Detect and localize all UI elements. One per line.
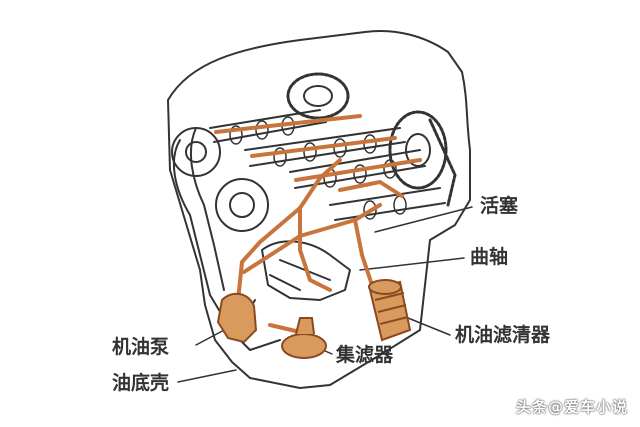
watermark: 头条@爱车小说 (515, 398, 628, 416)
label-strainer: 集滤器 (336, 344, 394, 366)
cam-sprocket-top (286, 72, 350, 120)
camshaft-2 (244, 127, 401, 151)
oil-pump-part (216, 292, 258, 344)
strainer-part (281, 317, 327, 359)
leader-piston (374, 206, 473, 233)
camshaft-4 (329, 187, 441, 206)
engine-block-outline (167, 30, 471, 389)
label-crankshaft: 曲轴 (470, 246, 509, 268)
camshaft-1 (209, 109, 321, 129)
label-oil-pump: 机油泵 (112, 336, 170, 358)
oil-passages (214, 114, 422, 342)
label-piston: 活塞 (480, 195, 519, 217)
label-oil-filter: 机油滤清器 (455, 324, 551, 346)
cam-pulley-left (171, 127, 221, 177)
leader-sump (177, 369, 237, 383)
leader-crankshaft (359, 257, 465, 271)
oil-filter-part (368, 279, 412, 342)
crankshaft-outline (261, 240, 351, 301)
cam-sprocket-right (388, 110, 448, 190)
crank-pulley (215, 178, 269, 232)
timing-chain (428, 118, 457, 207)
timing-belt (173, 139, 223, 316)
timing-belt-inner (190, 127, 225, 291)
leader-filter (407, 317, 451, 336)
label-oil-pan: 油底壳 (112, 372, 170, 394)
camshaft-3 (289, 149, 421, 173)
